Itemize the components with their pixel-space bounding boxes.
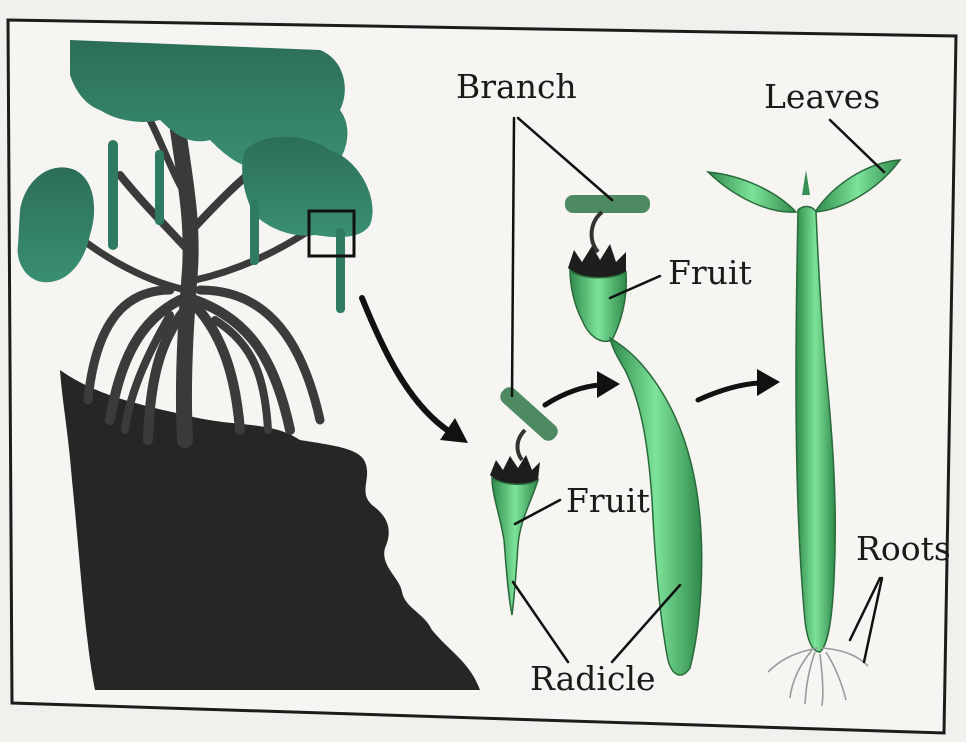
label-roots: Roots	[856, 532, 951, 565]
label-radicle: Radicle	[530, 662, 656, 695]
label-leaves: Leaves	[764, 80, 880, 113]
label-branch: Branch	[456, 70, 577, 103]
label-fruit-bottom: Fruit	[566, 484, 650, 517]
label-fruit-top: Fruit	[668, 256, 752, 289]
